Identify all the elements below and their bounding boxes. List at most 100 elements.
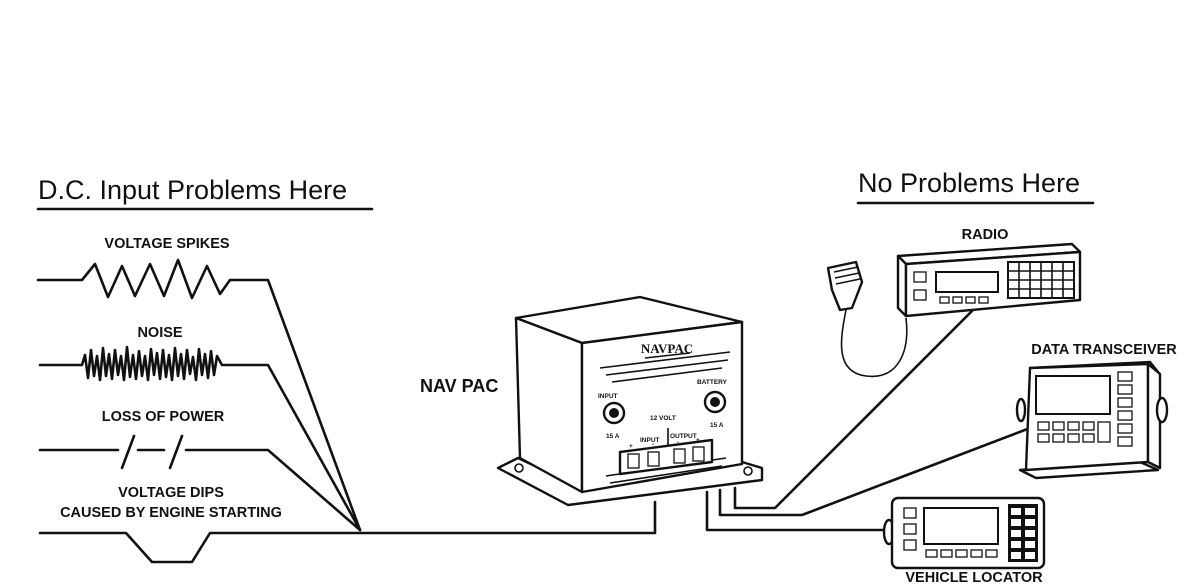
voltage-dips-label-line1: VOLTAGE DIPS [118,485,224,501]
front-stripe-1 [599,351,731,369]
transceiver-side-key-6 [1117,436,1133,447]
transceiver-key-7 [1067,433,1080,443]
voltage-label: 12 VOLT [650,415,676,422]
radio-key-3 [965,296,976,304]
terminal-3 [673,448,686,464]
battery-knob-label: BATTERY [697,379,728,386]
transceiver-knob-right [1155,396,1169,424]
front-stripe-5 [609,465,723,484]
terminal-2 [647,451,660,467]
radio-key-4 [978,296,989,304]
wire-to-radio [733,303,980,510]
transceiver-key-3 [1067,421,1080,431]
radio-key-1 [939,296,950,304]
transceiver-enter-key [1097,421,1111,443]
transceiver-side [1146,362,1162,470]
navpac-unit: NAVPAC INPUT 15 A BATTERY 15 A 12 VOLT I… [496,295,764,507]
flange-hole-left [514,463,524,473]
locator-keypad-key-2 [1025,508,1035,515]
locator-side-key-3 [903,539,917,551]
voltage-spikes-waveform [36,258,362,532]
transceiver-side-key-5 [1117,423,1133,434]
transceiver-key-1 [1037,421,1050,431]
transceiver-screen [1035,375,1111,415]
terminal-output-minus: - [677,439,679,446]
microphone-cord [840,309,908,378]
navpac-brand: NAVPAC [641,341,693,356]
voltage-dips-waveform [38,500,657,564]
terminal-4 [692,446,705,462]
radio-display [935,271,999,293]
terminal-output-label: OUTPUT [670,433,697,440]
locator-key-3 [955,549,968,558]
loss-of-power-label: LOSS OF POWER [102,409,225,425]
battery-amps-label: 15 A [710,422,724,429]
radio-side-key-1 [913,271,927,283]
transceiver-key-2 [1052,421,1065,431]
microphone-grille-3 [835,278,861,285]
locator-keypad-key-9 [1011,552,1021,559]
battery-knob-center [710,397,720,407]
terminal-input-minus: - [652,441,654,448]
transceiver-key-5 [1037,433,1050,443]
nav-pac-callout: NAV PAC [420,376,498,396]
radio-key-2 [952,296,963,304]
input-problems-heading: D.C. Input Problems Here [38,175,347,205]
loss-of-power-break-a [120,434,136,470]
radio-device [826,242,1082,378]
locator-key-4 [970,549,983,558]
voltage-spikes-label: VOLTAGE SPIKES [104,236,229,252]
transceiver-side-key-1 [1117,371,1133,382]
brand-underline [644,352,691,359]
microphone-grille-2 [834,272,860,279]
input-knob-center [609,408,619,418]
transceiver-label: DATA TRANSCEIVER [1031,342,1177,358]
locator-screen [923,507,999,545]
terminal-input-label: INPUT [640,437,660,444]
transceiver-side-key-2 [1117,384,1133,395]
microphone-grille-1 [833,266,859,273]
terminal-1 [627,453,640,469]
locator-keypad-key-10 [1025,552,1035,559]
locator-side-key-1 [903,507,917,519]
transceiver-key-6 [1052,433,1065,443]
noise-label: NOISE [137,325,182,341]
terminal-output-plus: + [696,437,700,444]
transceiver-side-key-3 [1117,397,1133,408]
no-problems-heading: No Problems Here [858,168,1080,198]
terminal-block [618,438,714,476]
locator-keypad-key-5 [1011,530,1021,537]
input-amps-label: 15 A [606,433,620,440]
locator-keypad-key-6 [1025,530,1035,537]
front-stripe-2 [605,359,729,376]
locator-keypad-key-7 [1011,541,1021,548]
front-stripe-3 [611,367,723,383]
transceiver-key-8 [1082,433,1095,443]
locator-key-2 [940,549,953,558]
wire-to-transceiver [718,426,1032,517]
locator-key-5 [985,549,998,558]
locator-keypad-key-4 [1025,519,1035,526]
vehicle-locator-device [882,496,1046,570]
radio-label: RADIO [962,227,1009,243]
radio-side-key-2 [913,289,927,301]
data-transceiver-device [1015,360,1169,480]
locator-keypad-key-3 [1011,519,1021,526]
vehicle-locator-label: VEHICLE LOCATOR [905,570,1043,586]
transceiver-side-key-4 [1117,410,1133,421]
locator-side-key-2 [903,523,917,535]
noise-waveform [38,345,362,532]
flange-hole-right [743,466,753,476]
transceiver-knob-left [1015,397,1027,423]
terminal-input-plus: + [629,443,633,450]
locator-key-1 [925,549,938,558]
loss-of-power-line-c [184,448,362,532]
loss-of-power-break-b [168,434,184,470]
wire-to-locator [705,490,886,532]
locator-keypad-key-1 [1011,508,1021,515]
input-knob-label: INPUT [598,393,618,400]
locator-keypad-key-8 [1025,541,1035,548]
transceiver-key-4 [1082,421,1095,431]
voltage-dips-label-line2: CAUSED BY ENGINE STARTING [60,505,282,521]
